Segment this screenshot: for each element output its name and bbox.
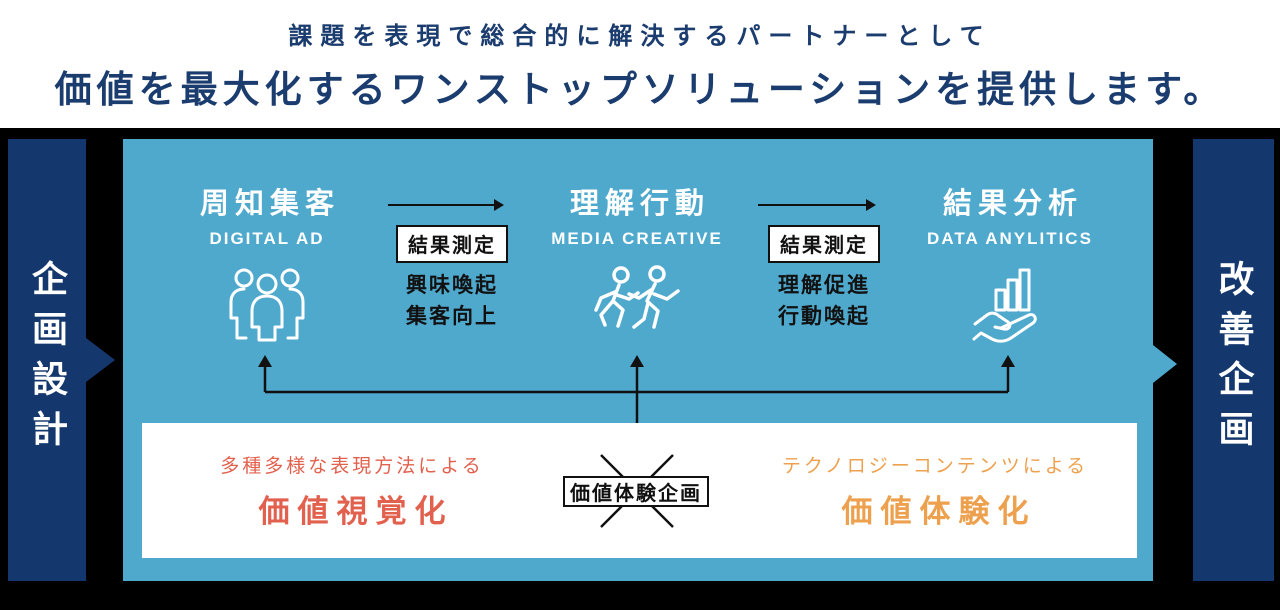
stage-subtitle: DIGITAL AD [209,229,325,248]
measurement-effects: 理解促進 行動喚起 [739,270,909,332]
stage-title: 周知集客 [199,188,340,220]
flow-arrow-icon [388,199,504,211]
execution-panel: 周知集客 DIGITAL AD 理解行動 MEDIA CREATIVE [123,139,1153,581]
phase-improvement-label: 改善企画 [1213,260,1255,460]
header: 課題を表現で総合的に解決するパートナーとして 価値を最大化するワンストップソリュ… [0,0,1280,128]
flow-arrow-icon [758,199,876,211]
people-group-icon [147,262,387,344]
value-caption: テクノロジーコンテンツによる [781,455,1089,477]
feedback-bracket-icon [258,355,1015,430]
effect-line: 理解促進 [778,274,870,297]
improvement-arrow-icon [1153,345,1177,383]
effect-line: 行動喚起 [778,305,870,328]
runners-icon [517,262,757,344]
stage-subtitle: MEDIA CREATIVE [551,229,723,248]
value-box: 多種多様な表現方法による 価値視覚化 価値体験企画 テクノロジーコンテンツによる… [142,423,1137,558]
effect-line: 興味喚起 [406,274,498,297]
planning-arrow-icon [86,338,115,382]
header-subtitle: 課題を表現で総合的に解決するパートナーとして [288,23,992,50]
phase-planning-bar: 企画設計 [8,139,86,581]
value-title: 価値視覚化 [258,493,454,529]
stage-title: 結果分析 [942,188,1083,220]
stage-title: 理解行動 [569,188,710,220]
value-caption: 多種多様な表現方法による [220,455,484,477]
stage-action: 理解行動 MEDIA CREATIVE [517,180,757,344]
phase-improvement-bar: 改善企画 [1193,139,1274,581]
measurement-1: 結果測定 興味喚起 集客向上 [367,225,537,332]
stage-subtitle: DATA ANYLITICS [927,229,1093,248]
hand-chart-icon [890,262,1130,344]
value-visualization: 多種多様な表現方法による 価値視覚化 [187,423,517,558]
process-diagram: 企画設計 周知集客 DIGITAL AD [0,128,1280,610]
measurement-badge: 結果測定 [768,225,880,263]
value-experience-plan-badge: 価値体験企画 [563,476,709,507]
measurement-badge: 結果測定 [396,225,508,263]
stage-analysis: 結果分析 DATA ANYLITICS [890,180,1130,344]
header-title: 価値を最大化するワンストップソリューションを提供します。 [54,69,1226,110]
measurement-effects: 興味喚起 集客向上 [367,270,537,332]
effect-line: 集客向上 [406,305,498,328]
value-experience: テクノロジーコンテンツによる 価値体験化 [752,423,1118,558]
phase-planning-label: 企画設計 [27,260,68,460]
stage-awareness: 周知集客 DIGITAL AD [147,180,387,344]
value-title: 価値体験化 [841,493,1037,529]
measurement-2: 結果測定 理解促進 行動喚起 [739,225,909,332]
